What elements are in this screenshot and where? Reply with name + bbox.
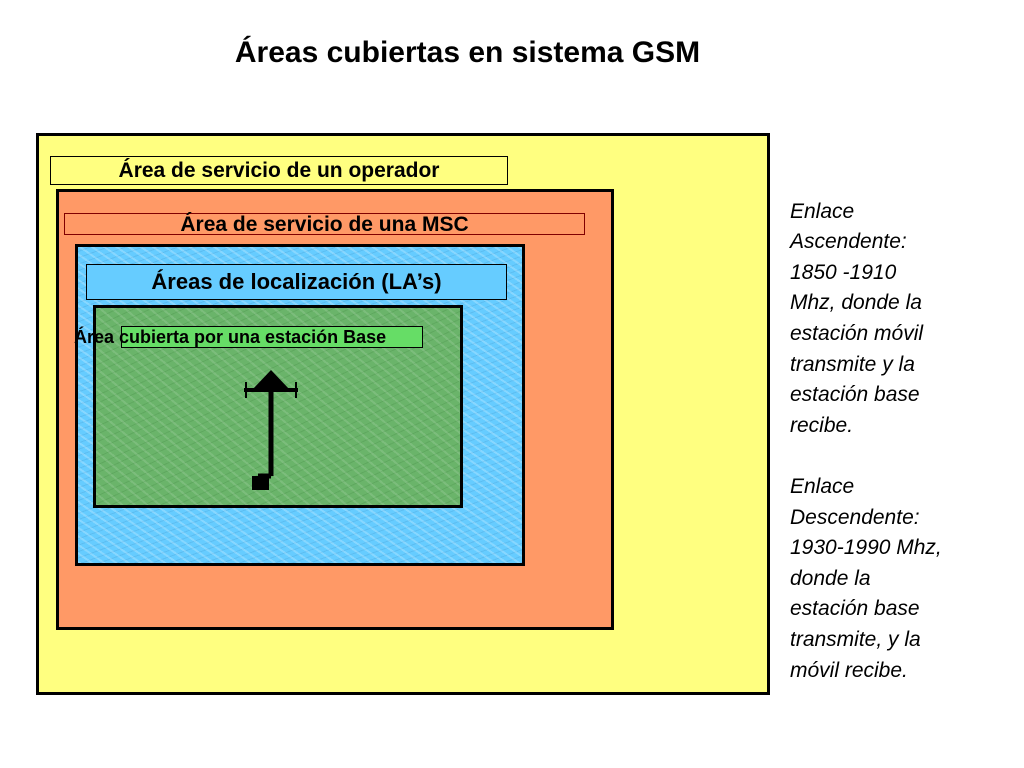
operator-area-label: Área de servicio de un operador (50, 156, 508, 185)
downlink-note: Enlace Descendente: 1930-1990 Mhz, donde… (790, 474, 942, 682)
frequency-notes: Enlace Ascendente: 1850 -1910 Mhz, donde… (790, 166, 990, 717)
base-station-label-box (121, 326, 423, 348)
antenna-icon (238, 366, 304, 497)
location-areas-label: Áreas de localización (LA’s) (86, 264, 507, 300)
base-station-area-label: Área cubierta por una estación Base (74, 327, 387, 347)
uplink-note: Enlace Ascendente: 1850 -1910 Mhz, donde… (790, 199, 924, 437)
msc-area-label: Área de servicio de una MSC (64, 213, 585, 235)
page-title: Áreas cubiertas en sistema GSM (234, 36, 701, 69)
